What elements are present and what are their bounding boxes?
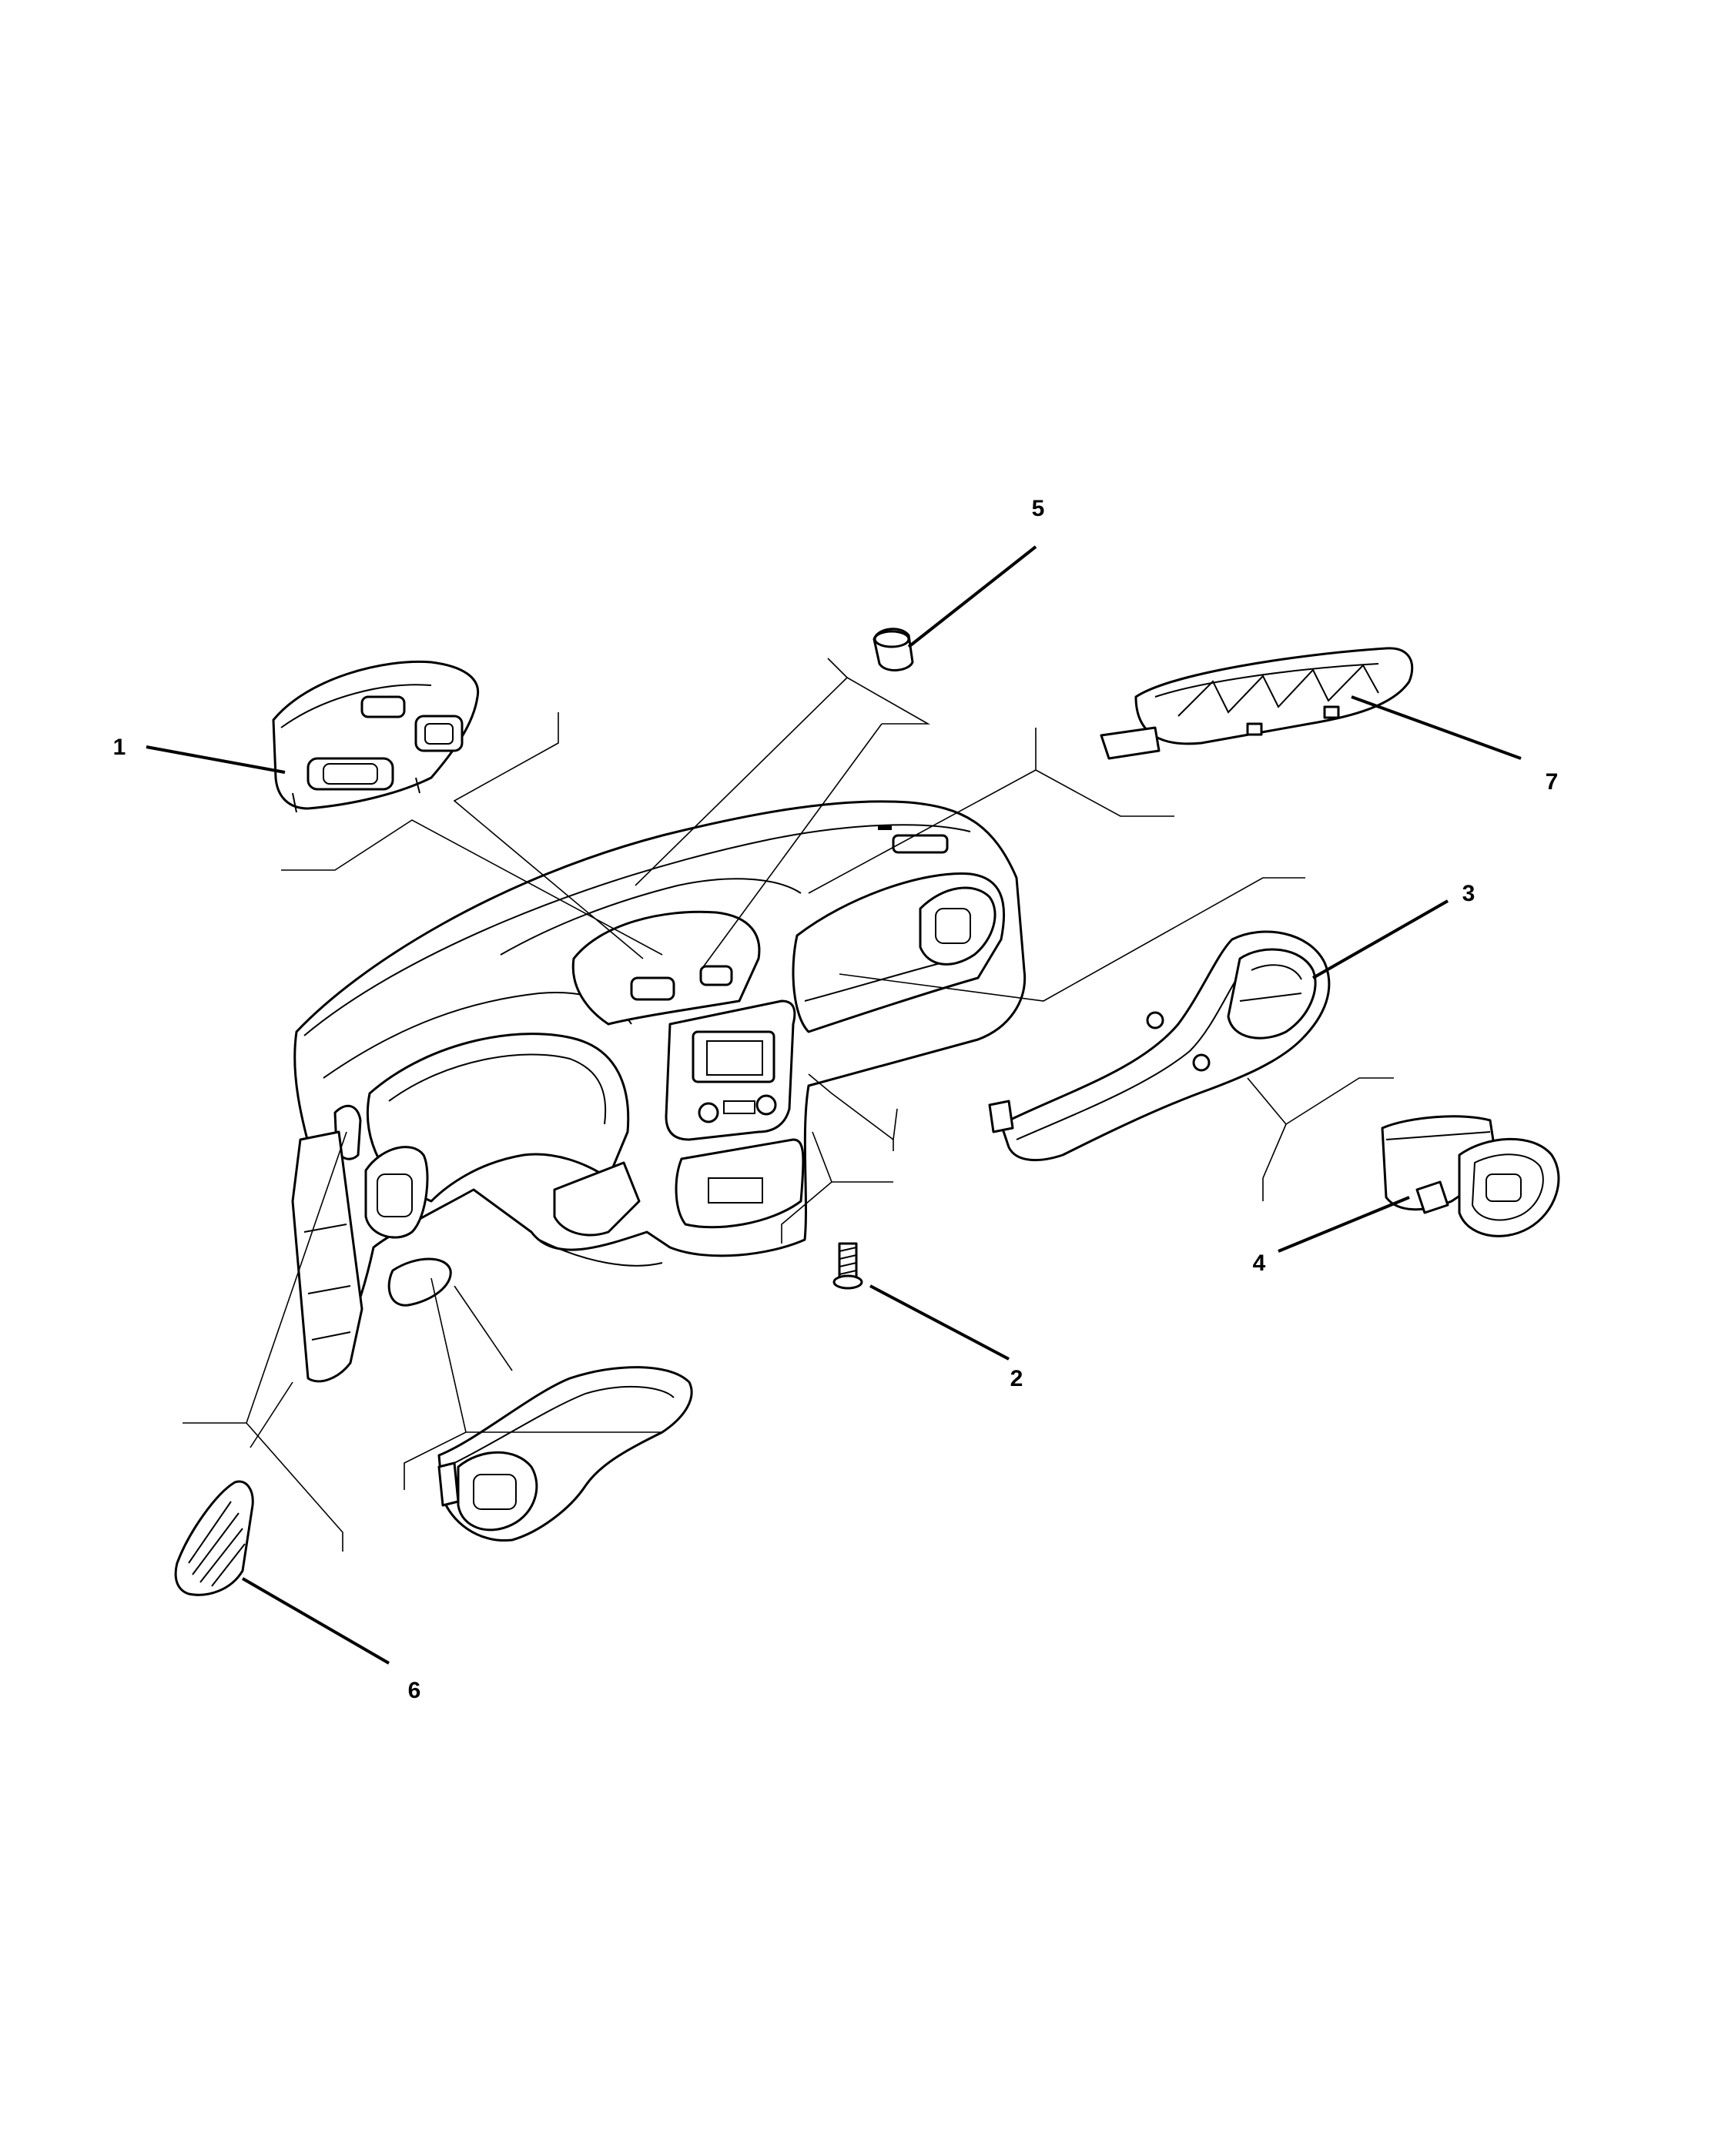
leader-7 bbox=[1351, 695, 1522, 760]
callout-1: 1 bbox=[113, 735, 126, 760]
leader-3 bbox=[1312, 899, 1449, 979]
leader-6 bbox=[241, 1577, 390, 1665]
leader-4 bbox=[1278, 1196, 1410, 1253]
part-4-side-vent bbox=[1381, 1115, 1560, 1237]
callout-labels: 1 2 3 4 5 6 7 bbox=[113, 496, 1559, 1703]
part-1-center-vent bbox=[272, 660, 480, 813]
leader-2 bbox=[869, 1284, 1010, 1361]
leader-5 bbox=[907, 545, 1037, 648]
part-7-defrost-grille bbox=[1100, 647, 1414, 760]
reference-lines bbox=[183, 658, 1394, 1552]
callout-2: 2 bbox=[1010, 1366, 1023, 1391]
callout-7: 7 bbox=[1546, 769, 1559, 795]
callout-5: 5 bbox=[1032, 496, 1045, 521]
leader-1 bbox=[146, 745, 286, 774]
callout-leaders bbox=[146, 545, 1522, 1665]
part-5-sensor bbox=[873, 628, 914, 671]
callout-4: 4 bbox=[1253, 1250, 1266, 1276]
part-6-corner-vent bbox=[174, 1480, 254, 1596]
part-2-screw bbox=[832, 1242, 863, 1290]
callout-3: 3 bbox=[1462, 881, 1475, 906]
part-3-passenger-duct bbox=[988, 930, 1331, 1162]
callout-6: 6 bbox=[408, 1678, 421, 1703]
instrument-panel-assembly bbox=[291, 800, 1027, 1383]
driver-side-duct bbox=[437, 1366, 693, 1542]
